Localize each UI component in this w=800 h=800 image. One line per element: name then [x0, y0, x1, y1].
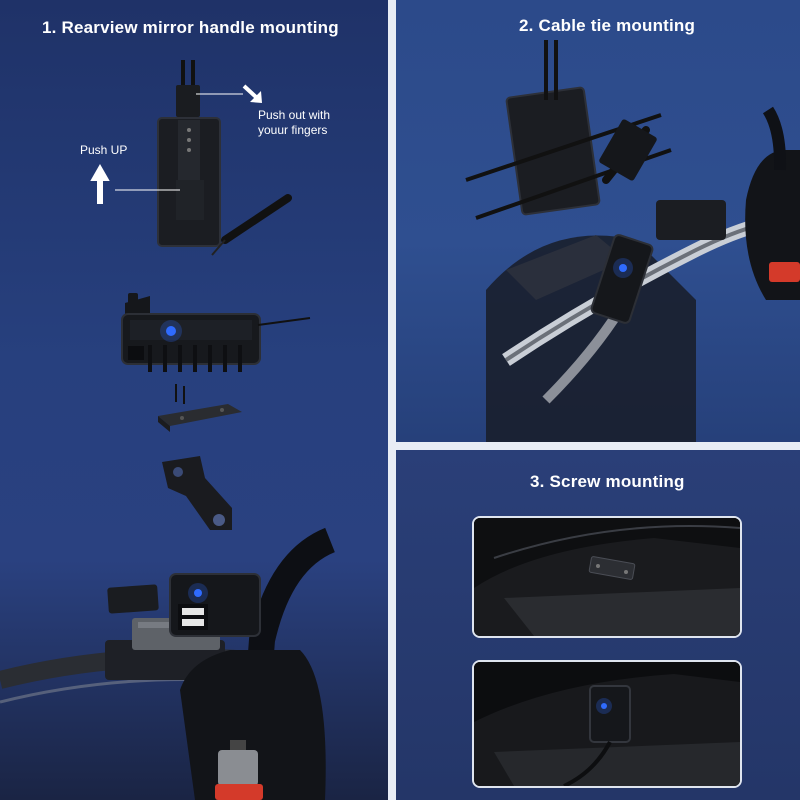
mirror-mount-illustration	[0, 60, 336, 800]
vertical-divider	[388, 0, 396, 800]
photo-screw-base	[472, 516, 742, 638]
section-title-cable-tie: 2. Cable tie mounting	[519, 16, 696, 35]
photo-screw-mounted	[472, 660, 742, 788]
panel-screw-mount: 3. Screw mounting	[396, 450, 800, 800]
push-out-label: Push out with youur fingers	[258, 108, 331, 137]
section-title-mirror: 1. Rearview mirror handle mounting	[42, 18, 339, 37]
section-title-screw: 3. Screw mounting	[530, 472, 685, 491]
horizontal-divider	[396, 442, 800, 450]
panel-cable-tie-mount: 2. Cable tie mounting	[396, 0, 800, 442]
arrow-up-icon	[90, 163, 110, 204]
arrow-diagonal-icon	[242, 84, 262, 103]
panel-mirror-mount: 1. Rearview mirror handle mounting	[0, 0, 388, 800]
cable-tie-illustration	[465, 40, 800, 442]
push-up-label: Push UP	[80, 143, 128, 157]
